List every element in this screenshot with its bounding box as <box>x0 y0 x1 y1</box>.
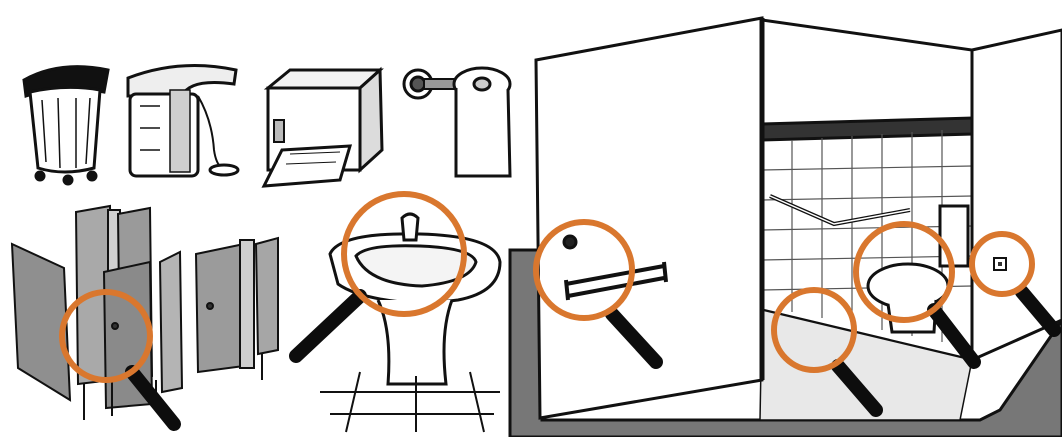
trash-can-icon <box>24 67 108 184</box>
